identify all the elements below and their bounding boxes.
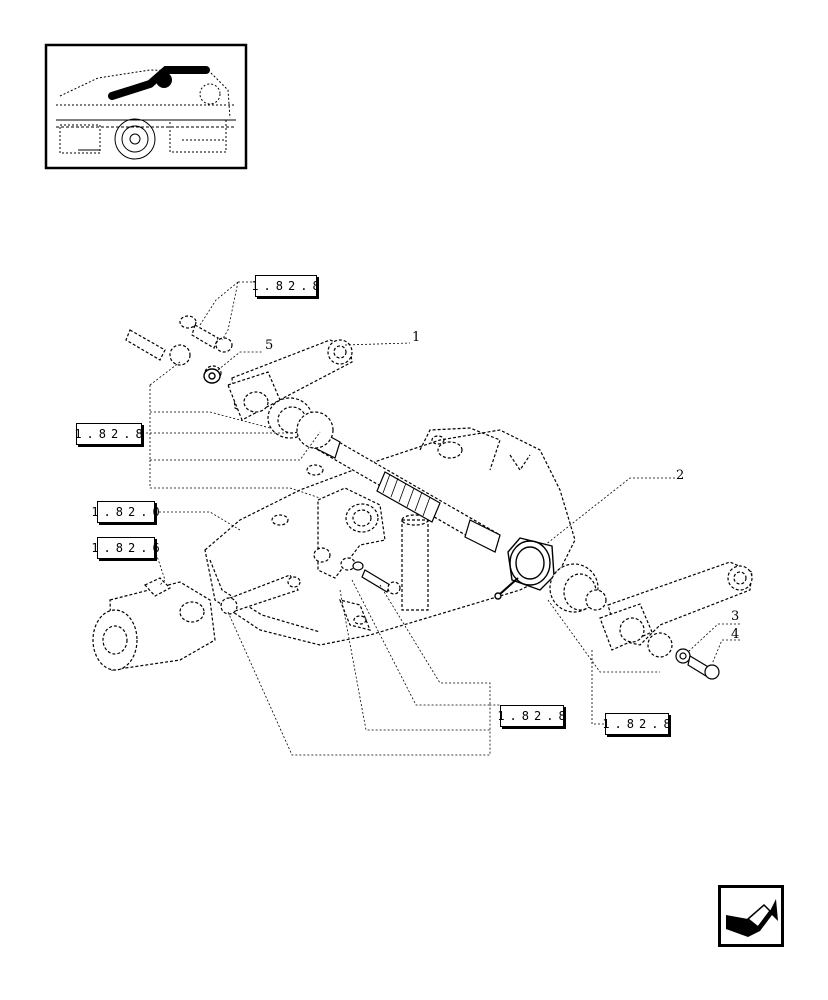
next-page-arrow-icon[interactable] <box>718 885 784 947</box>
callout-3: 3 <box>731 609 740 624</box>
reference-box-d[interactable]: 1.82.6 <box>91 537 160 559</box>
left-lift-arm <box>227 339 353 421</box>
center-pins <box>352 561 401 595</box>
reference-box-b[interactable]: 1.82.8 <box>74 423 143 445</box>
front-cylinder <box>92 574 301 671</box>
washer-and-bolt <box>675 648 720 680</box>
center-lever <box>313 487 386 579</box>
right-rings <box>549 563 607 613</box>
lift-housing <box>204 427 576 646</box>
right-bushing <box>494 537 555 600</box>
reference-box-c[interactable]: 1.82.0 <box>91 501 160 523</box>
reference-box-a[interactable]: 1.82.8 <box>251 275 320 297</box>
washer-5 <box>203 368 221 384</box>
right-lift-arm <box>599 561 753 658</box>
callout-4: 4 <box>731 627 740 642</box>
location-thumbnail <box>44 43 248 170</box>
callout-5: 5 <box>265 338 274 353</box>
left-bolt <box>125 315 233 366</box>
reference-box-f[interactable]: 1.82.8 <box>602 713 671 735</box>
callout-2: 2 <box>676 468 685 483</box>
callout-1: 1 <box>412 330 421 345</box>
left-bushings <box>204 365 334 449</box>
reference-box-e[interactable]: 1.82.8 <box>497 705 566 727</box>
leader-lines <box>142 281 740 756</box>
